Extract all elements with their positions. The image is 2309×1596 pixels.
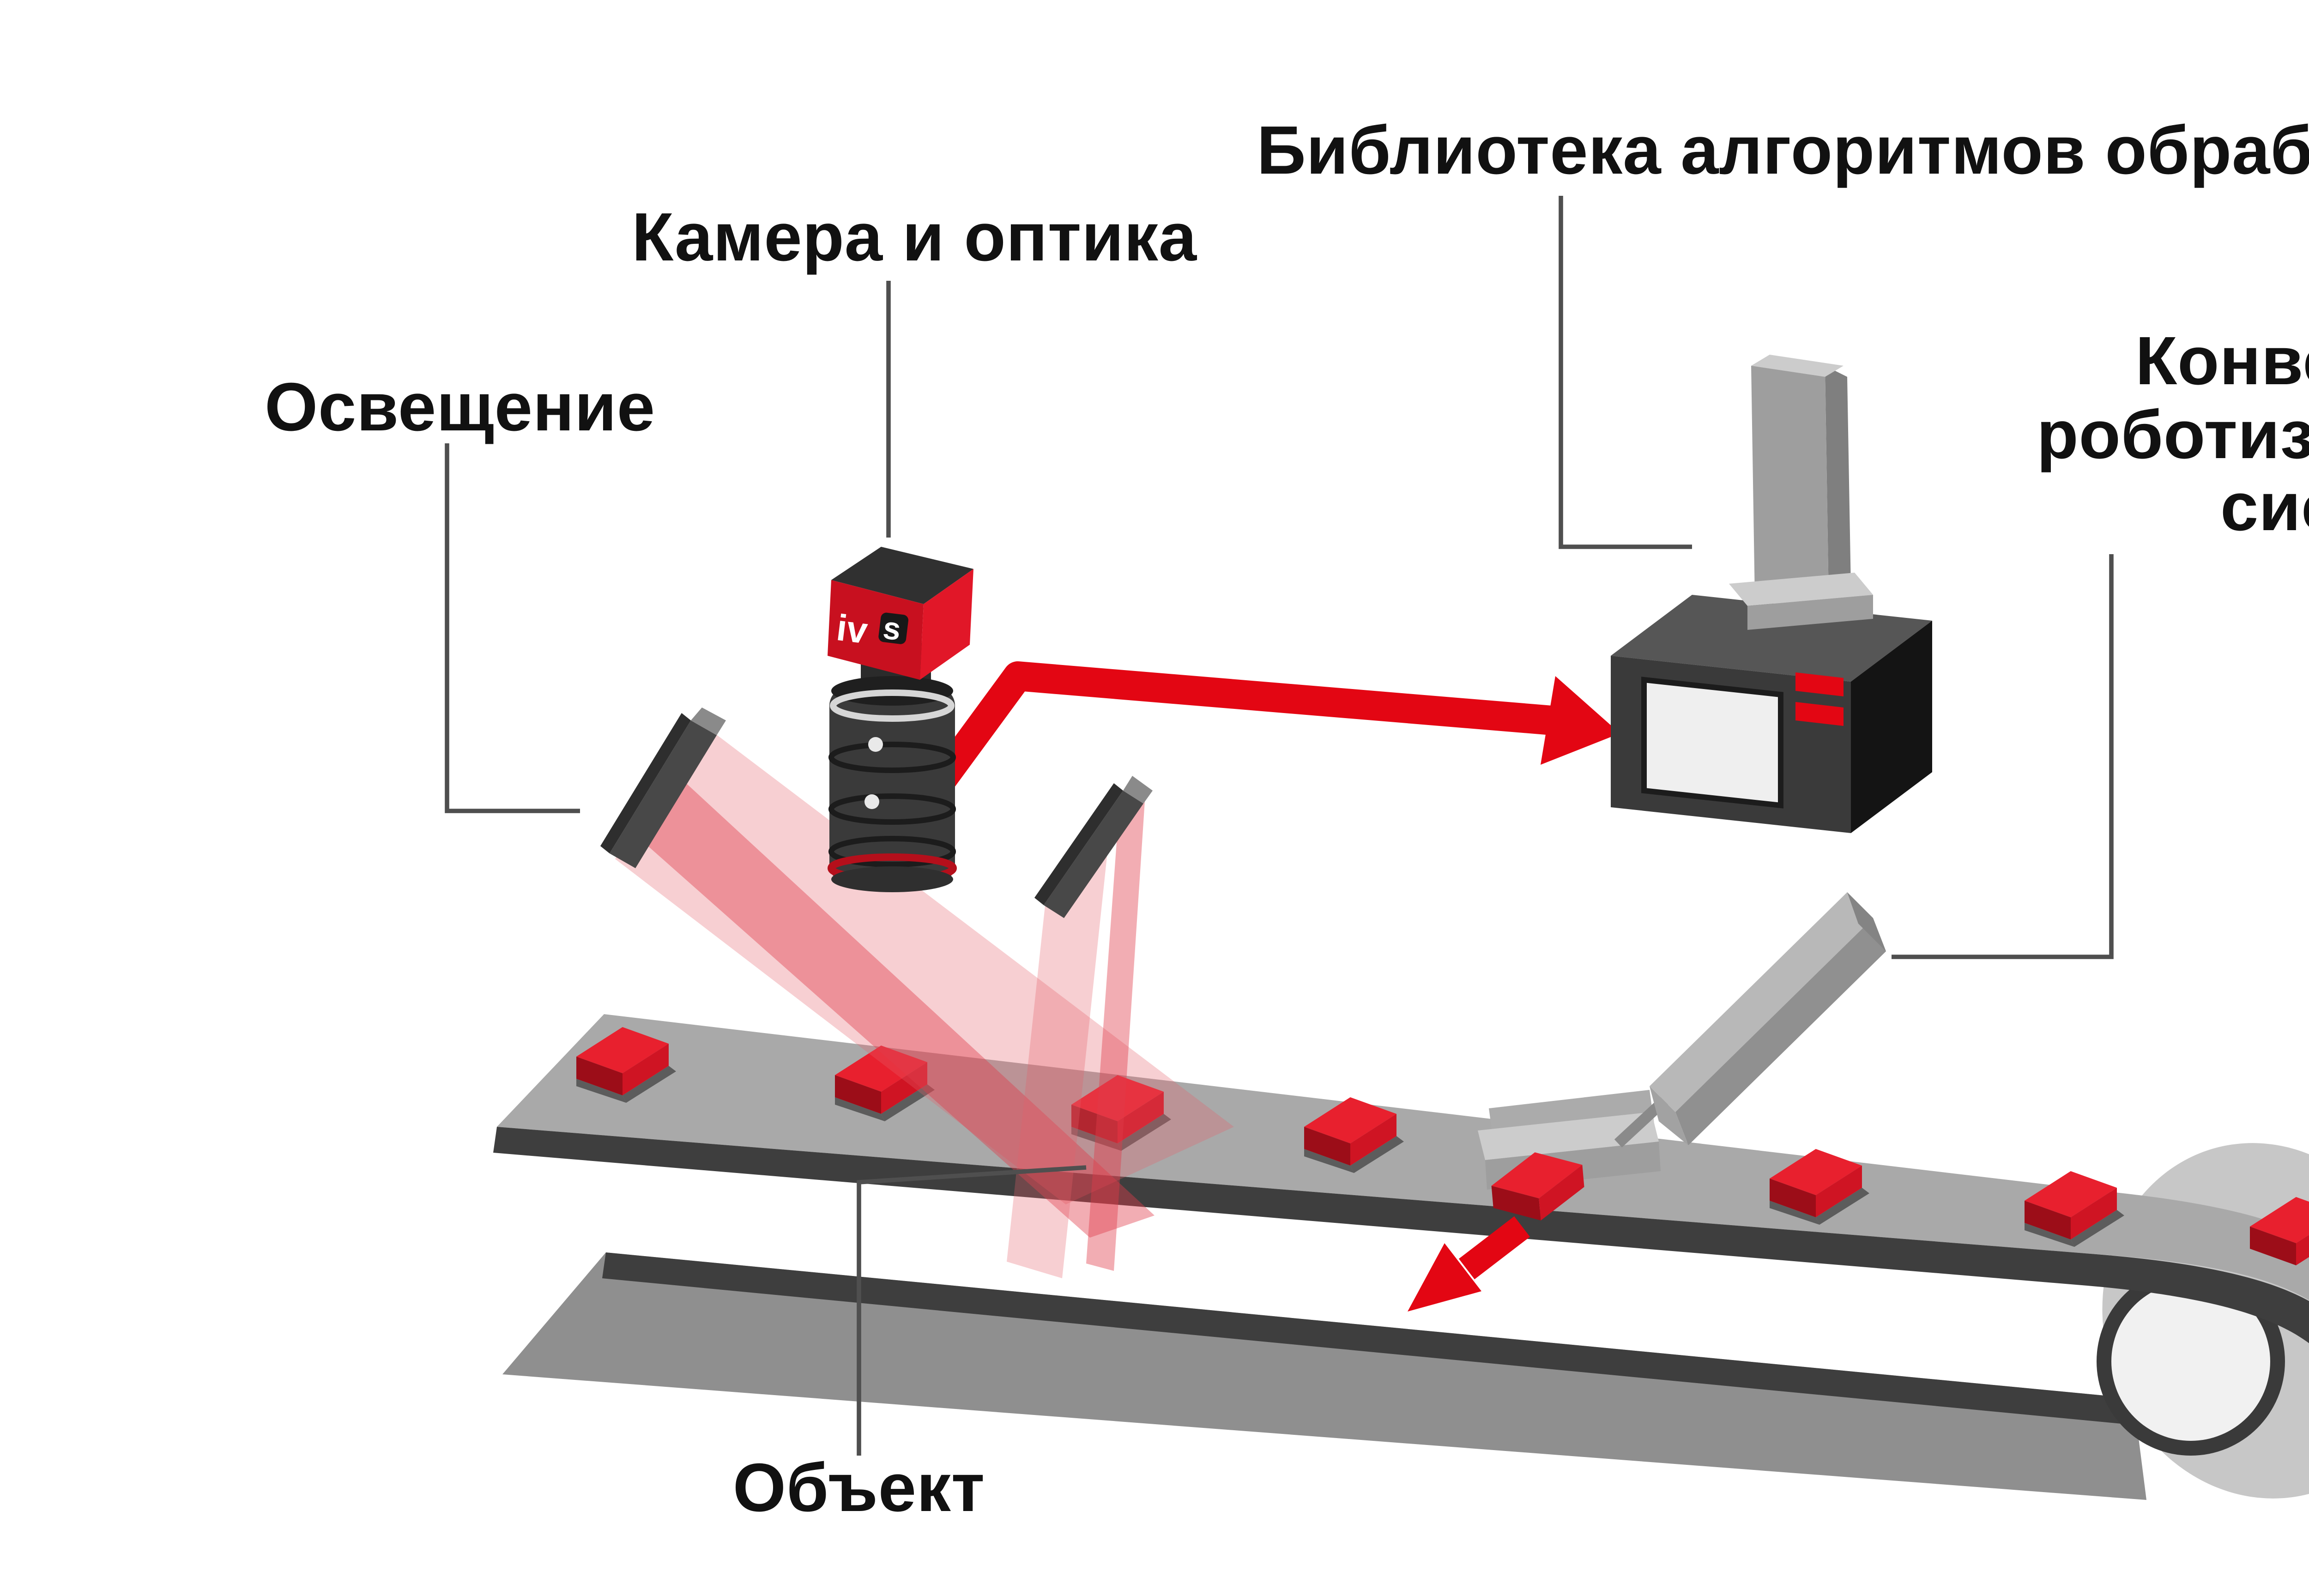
conveyor-objects (576, 1027, 2309, 1265)
conveyor-object (1304, 1097, 1404, 1173)
label-camera: Камера и оптика (632, 200, 1197, 275)
conveyor-object-inspected (1071, 1075, 1171, 1151)
light-beams (615, 722, 1234, 1278)
conveyor-object (2250, 1197, 2309, 1265)
camera-logo: iv s (834, 607, 908, 652)
label-robot-system: Конвейерная роботизированная система (2037, 323, 2309, 545)
light-beam (1086, 794, 1145, 1271)
conveyor-object (835, 1046, 935, 1121)
connector-object (857, 1165, 1087, 1456)
light-panel-right (1034, 776, 1153, 918)
label-library: Библиотека алгоритмов обработки изображе… (1257, 113, 2309, 188)
status-stripe (1795, 702, 1844, 726)
robot-arm (1614, 892, 1886, 1148)
computer-screen (1641, 677, 1783, 809)
light-panel-left (600, 707, 726, 868)
light-beam (635, 774, 1154, 1238)
label-lighting: Освещение (265, 369, 655, 445)
label-object: Объект (732, 1450, 985, 1526)
camera-unit: iv s (828, 547, 973, 892)
reject-arrow-icon (1408, 1216, 1530, 1312)
camera-head: iv s (828, 547, 973, 680)
conveyor-return-belt (502, 1252, 2146, 1500)
conveyor-object (1770, 1149, 1869, 1225)
status-stripe (1795, 672, 1844, 696)
light-beam (615, 722, 1234, 1204)
vision-computer (1611, 595, 1932, 833)
connector-library (1559, 196, 1692, 549)
connector-lines (445, 196, 2114, 1456)
camera-logo-left: iv (834, 607, 870, 652)
computer-tower-base (1729, 573, 1873, 630)
conveyor-object (576, 1027, 676, 1103)
conveyor-top-belt (493, 1014, 2309, 1343)
connector-lighting (445, 443, 580, 813)
computer-tower (1751, 355, 1851, 598)
conveyor-object-rejected (1491, 1152, 1584, 1221)
flow-arrow-camera-to-computer (919, 661, 1620, 803)
camera-logo-right: s (881, 610, 903, 647)
connector-robot (1892, 554, 2114, 959)
camera-lens (828, 643, 957, 892)
light-beam (1007, 809, 1112, 1278)
conveyor-object (2025, 1171, 2124, 1247)
